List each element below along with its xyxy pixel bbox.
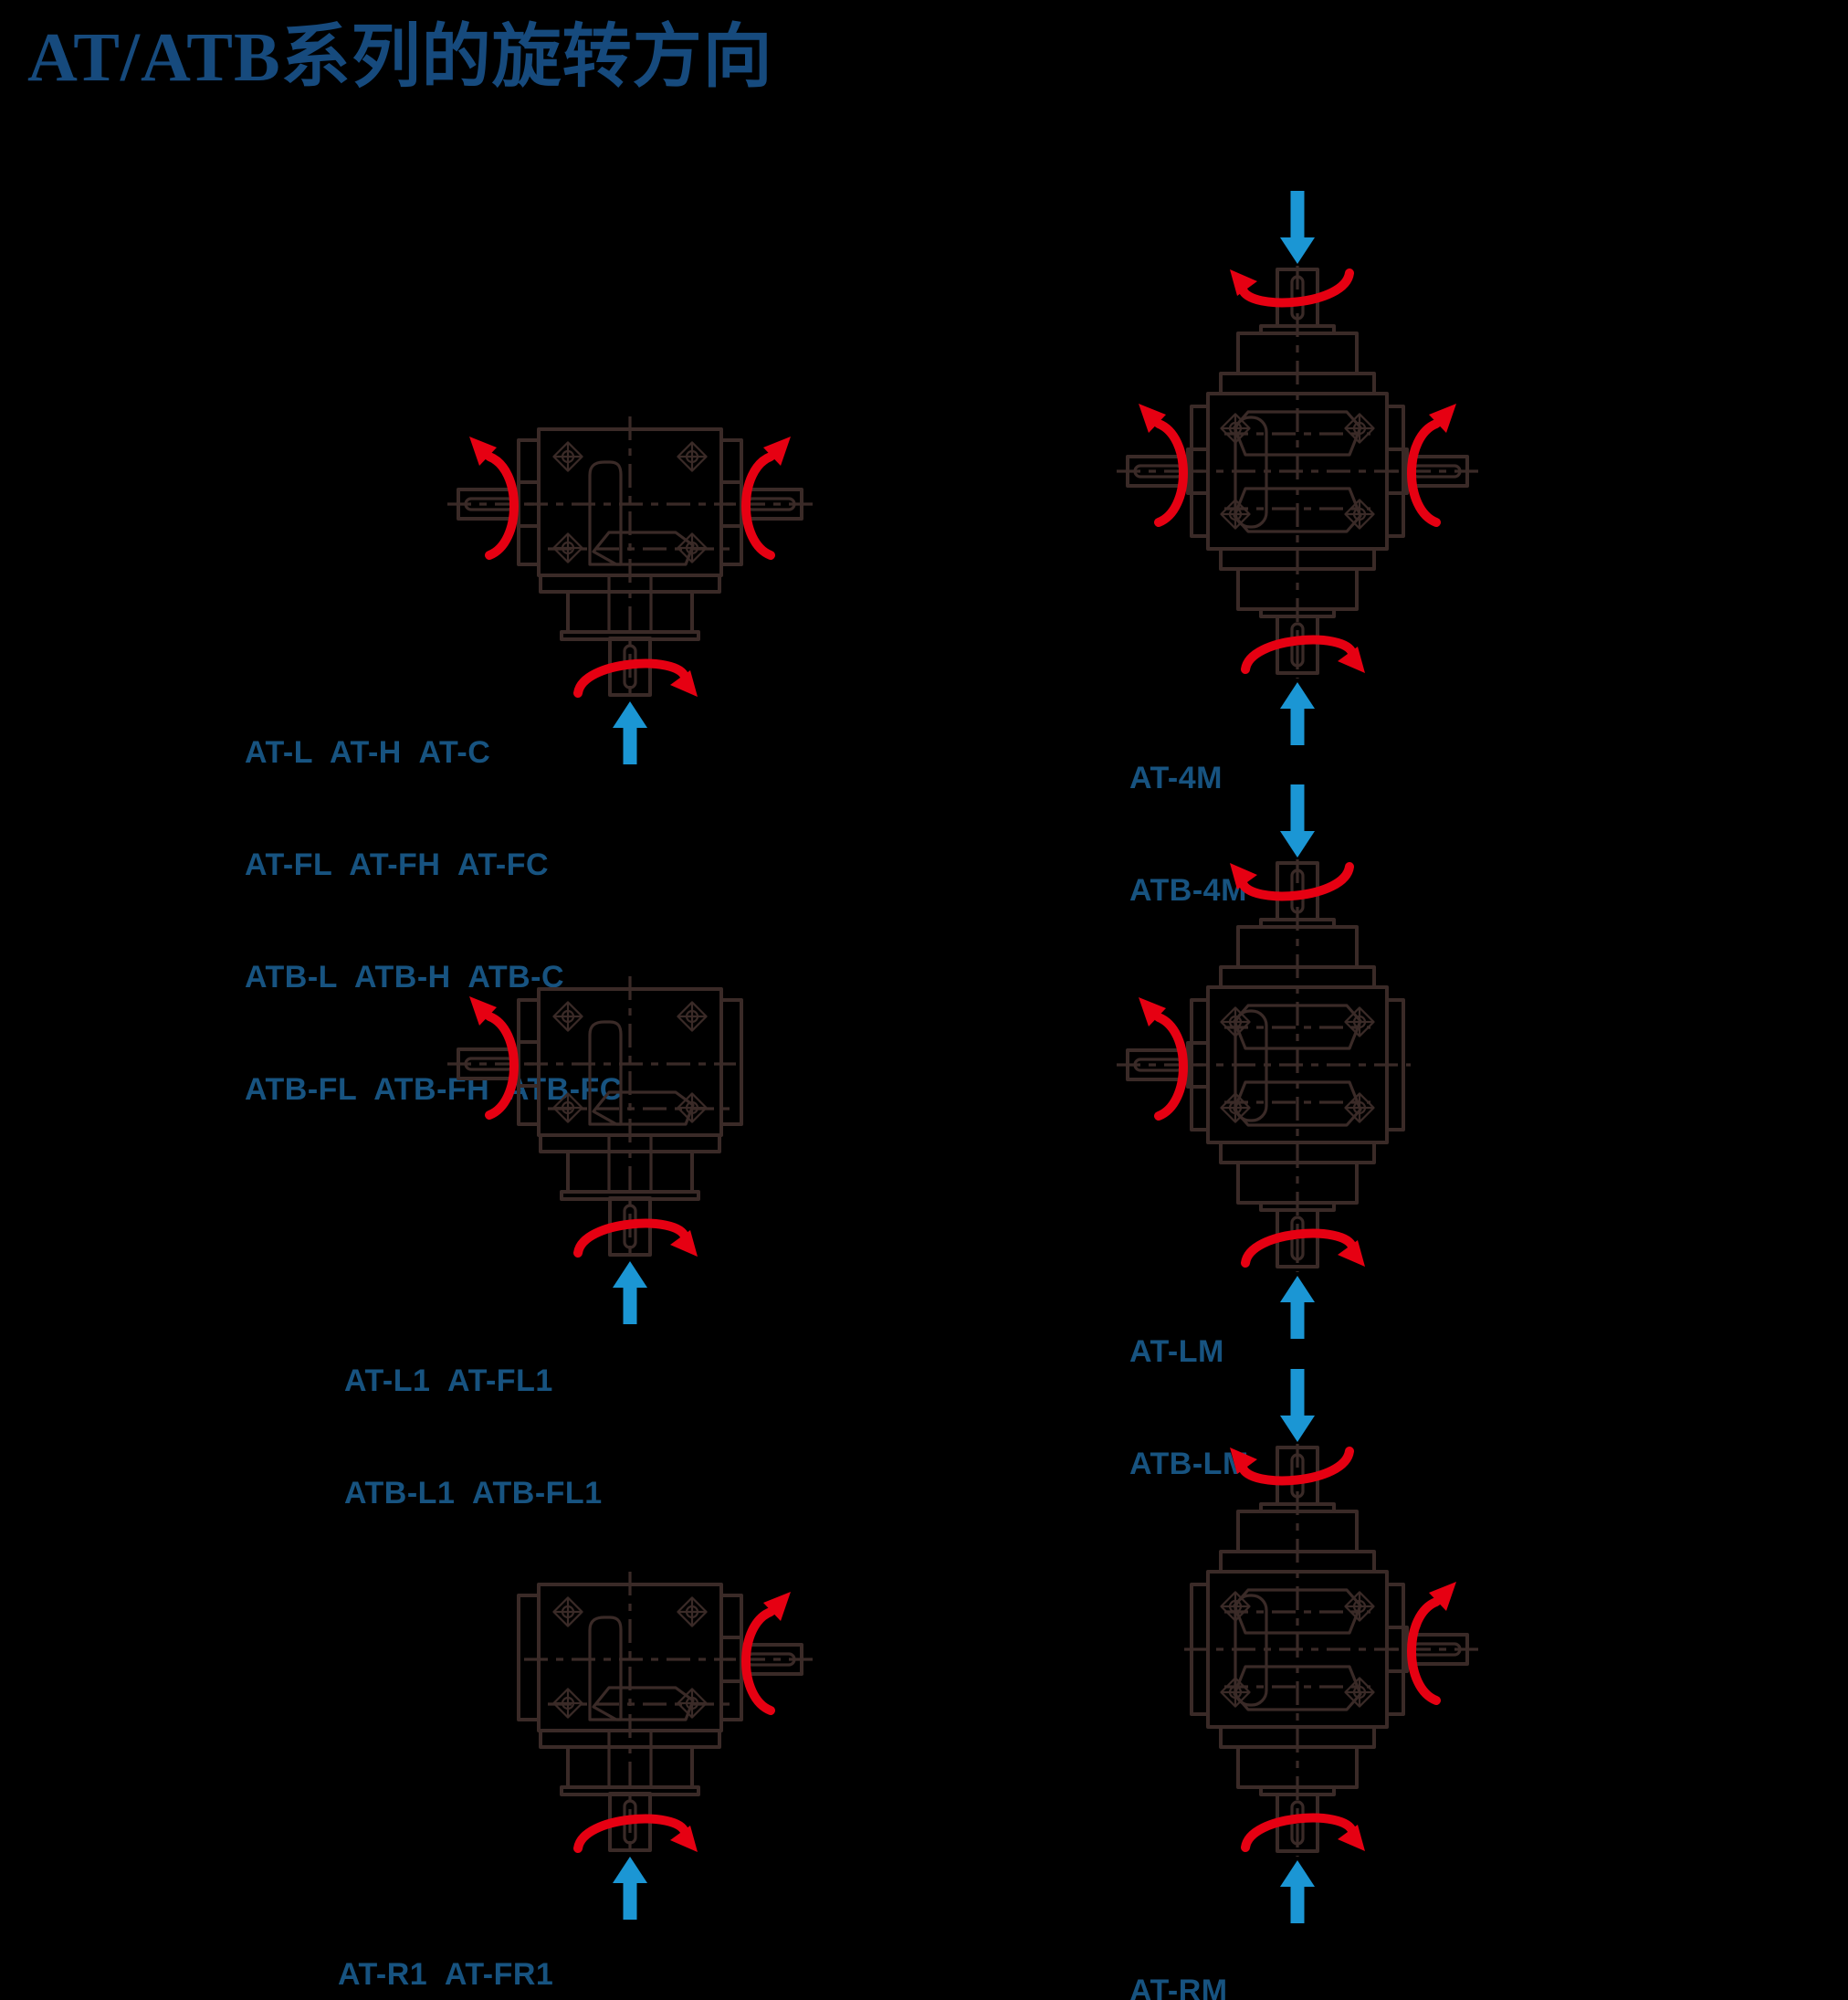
input-direction-up-arrow-icon [1280,682,1315,745]
right-shaft [1385,1626,1480,1673]
diagram-at-rm [1097,1365,1498,1986]
model-label-line: AT-R1 AT-FR1 [338,1957,554,1992]
model-labels-at-l1: AT-L1 AT-FL1 ATB-L1 ATB-FL1 [344,1288,603,1587]
input-direction-down-arrow-icon [1280,784,1315,858]
input-direction-down-arrow-icon [1280,1369,1315,1442]
model-label-line: AT-L AT-H AT-C [245,735,491,770]
rotation-cw-bottom-icon [578,1819,698,1852]
model-label-line: AT-LM [1129,1334,1224,1369]
rotation-ccw-left-icon [469,437,514,555]
model-label-line: ATB-LM [1129,1447,1249,1481]
rotation-cw-right-icon [1412,1582,1456,1700]
rotation-ccw-left-icon [1139,404,1183,522]
gearbox-body [1184,266,1411,679]
rotation-cw-right-icon [746,1592,791,1711]
model-label-line: AT-4M [1129,761,1223,795]
gearbox-body [519,1572,741,1853]
input-direction-up-arrow-icon [1280,1860,1315,1923]
rotation-cw-right-icon [1412,404,1456,522]
model-label-line: ATB-L ATB-H ATB-C [245,960,565,995]
rotation-ccw-top-icon [1230,269,1349,302]
rotation-cw-bottom-icon [578,1224,698,1257]
rotation-cw-bottom-icon [1245,640,1365,673]
model-label-line: ATB-L1 ATB-FL1 [344,1476,603,1511]
input-direction-up-arrow-icon [613,1261,647,1324]
input-direction-up-arrow-icon [613,1857,647,1920]
rotation-ccw-top-icon [1230,863,1349,896]
model-labels-at-l-group: AT-L AT-H AT-C AT-FL AT-FH AT-FC ATB-L A… [245,659,623,1184]
input-direction-up-arrow-icon [1280,1276,1315,1339]
right-shaft [1385,447,1480,495]
model-label-line: AT-FL AT-FH AT-FC [245,847,550,882]
rotation-ccw-left-icon [1139,997,1183,1116]
gearbox-body [519,416,741,698]
model-label-line: ATB-4M [1129,873,1247,908]
model-label-line: AT-RM [1129,1974,1228,2000]
gearbox-body [1184,1444,1411,1857]
rotation-cw-right-icon [746,437,791,555]
gearbox-front-view-drawing [1097,1369,1480,1923]
rotation-ccw-left-icon [469,996,514,1115]
gearbox-body [1184,859,1411,1272]
page-title: AT/ATB系列的旋转方向 [27,19,773,96]
model-labels-at-rm: AT-RM ATB-RM [1129,1898,1253,2000]
rotation-ccw-top-icon [1230,1447,1349,1480]
rotation-cw-bottom-icon [1245,1234,1365,1267]
model-labels-at-lm: AT-LM ATB-LM [1129,1258,1249,1558]
rotation-cw-bottom-icon [1245,1818,1365,1851]
model-labels-at-r1: AT-R1 AT-FR1 ATB-R1 ATB-FR1 [338,1881,603,2000]
input-direction-down-arrow-icon [1280,191,1315,264]
model-labels-at-4m: AT-4M ATB-4M [1129,685,1247,984]
model-label-line: AT-L1 AT-FL1 [344,1363,553,1398]
gearbox-body [519,976,741,1258]
